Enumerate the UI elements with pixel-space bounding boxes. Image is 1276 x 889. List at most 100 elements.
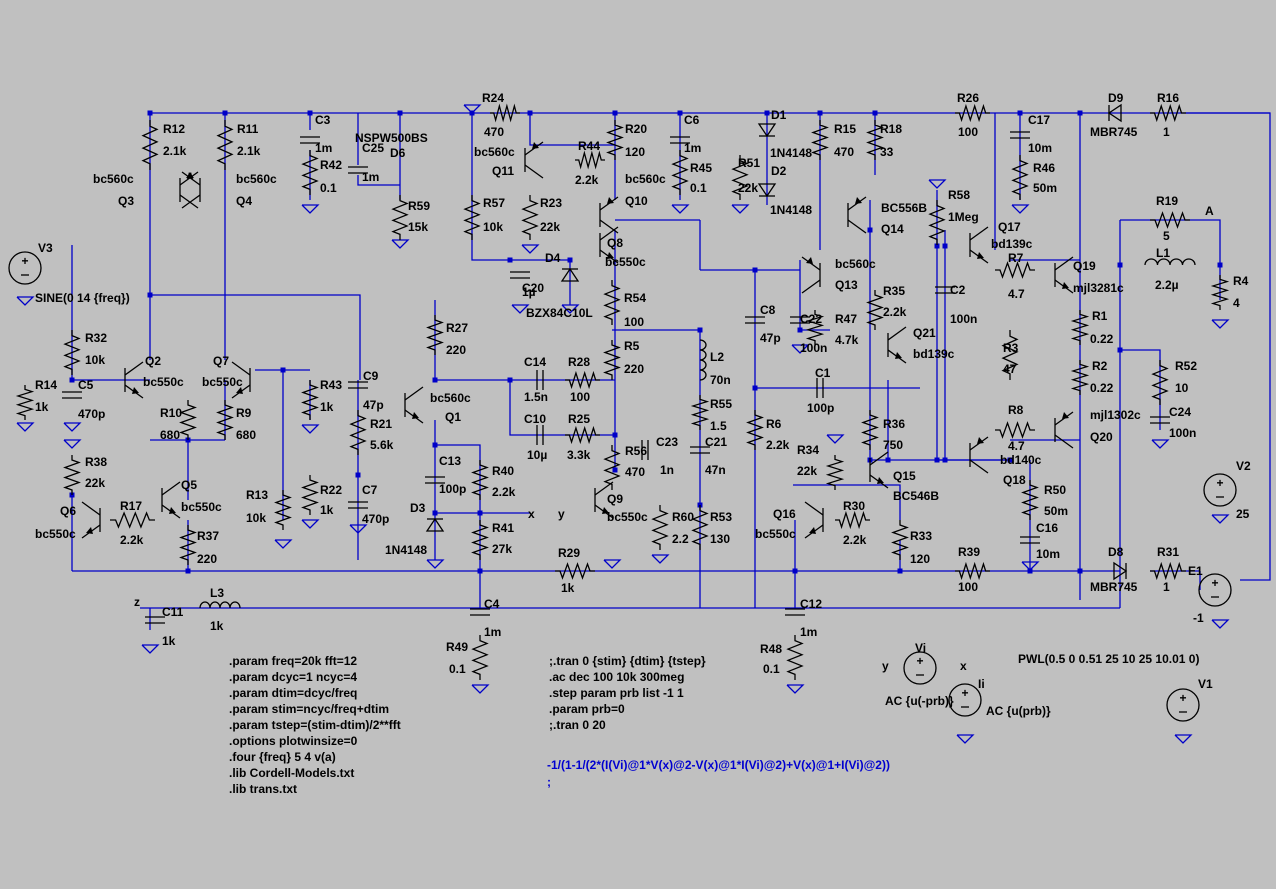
transistor-q21[interactable] (887, 326, 907, 364)
resistor-r35[interactable] (866, 290, 884, 330)
resistor-r29[interactable] (555, 562, 595, 580)
transistor-q7[interactable] (231, 361, 251, 399)
resistor-r18[interactable] (866, 120, 884, 160)
resistor-r47[interactable] (805, 310, 825, 345)
resistor-r38[interactable] (63, 455, 81, 495)
capacitor-c8[interactable] (745, 316, 765, 324)
capacitor-c14[interactable] (536, 370, 544, 390)
resistor-r9[interactable] (216, 400, 234, 440)
capacitor-c24[interactable] (1150, 416, 1170, 424)
resistor-r4[interactable] (1210, 275, 1230, 310)
transistor-q1[interactable] (404, 386, 424, 424)
resistor-r27[interactable] (426, 315, 444, 355)
transistor-q4[interactable] (181, 171, 201, 209)
transistor-q15[interactable] (869, 451, 889, 489)
resistor-r16[interactable] (1150, 103, 1186, 123)
capacitor-c21[interactable] (690, 446, 710, 454)
capacitor-c1[interactable] (816, 378, 824, 398)
resistor-r39[interactable] (955, 561, 990, 581)
transistor-q18[interactable] (969, 436, 989, 474)
resistor-r23[interactable] (521, 195, 539, 240)
resistor-r19[interactable] (1150, 211, 1190, 229)
resistor-r24[interactable] (490, 103, 520, 123)
resistor-r25[interactable] (565, 425, 600, 445)
resistor-r17[interactable] (110, 511, 155, 529)
inductor-l1[interactable] (1144, 258, 1196, 266)
capacitor-c6[interactable] (670, 136, 690, 144)
capacitor-c22[interactable] (790, 316, 810, 324)
resistor-r50[interactable] (1021, 480, 1039, 520)
resistor-r31[interactable] (1150, 561, 1186, 581)
capacitor-c2[interactable] (935, 286, 955, 294)
resistor-r7[interactable] (995, 261, 1035, 279)
resistor-r44[interactable] (575, 150, 605, 170)
resistor-r15[interactable] (811, 120, 829, 160)
transistor-q13[interactable] (801, 256, 821, 294)
source-v1[interactable]: + (1166, 688, 1200, 722)
resistor-r33[interactable] (891, 520, 909, 560)
resistor-r55[interactable] (690, 395, 710, 430)
capacitor-c3[interactable] (300, 136, 320, 144)
capacitor-c20[interactable] (510, 271, 530, 279)
resistor-r32[interactable] (63, 330, 81, 375)
capacitor-c25[interactable] (348, 166, 368, 174)
resistor-r3[interactable] (1001, 330, 1019, 380)
resistor-r60[interactable] (651, 505, 669, 550)
resistor-r22[interactable] (301, 475, 319, 515)
capacitor-c11[interactable] (145, 616, 165, 624)
resistor-r21[interactable] (349, 410, 367, 455)
transistor-q11[interactable] (524, 141, 544, 179)
capacitor-c17[interactable] (1010, 131, 1030, 139)
transistor-q16[interactable] (804, 501, 824, 539)
transistor-q10[interactable] (599, 196, 619, 234)
resistor-r52[interactable] (1151, 360, 1169, 405)
transistor-q6[interactable] (81, 501, 101, 539)
resistor-r36[interactable] (861, 410, 879, 450)
diode-d2[interactable] (757, 183, 777, 198)
resistor-r37[interactable] (179, 525, 197, 565)
resistor-r28[interactable] (565, 370, 600, 390)
resistor-r20[interactable] (606, 120, 624, 160)
resistor-r53[interactable] (691, 505, 709, 550)
capacitor-c9[interactable] (348, 381, 368, 389)
source-v3[interactable]: + (8, 251, 42, 285)
diode-d4[interactable] (560, 267, 580, 282)
capacitor-c13[interactable] (425, 476, 445, 484)
capacitor-c16[interactable] (1020, 536, 1040, 544)
resistor-r10[interactable] (179, 400, 197, 440)
diode-d8[interactable] (1113, 561, 1128, 581)
resistor-r54[interactable] (603, 280, 621, 325)
resistor-r11[interactable] (216, 120, 234, 170)
source-ii[interactable]: + (948, 683, 982, 717)
transistor-q17[interactable] (969, 226, 989, 264)
capacitor-c12[interactable] (785, 608, 805, 616)
resistor-r58[interactable] (928, 200, 946, 245)
resistor-r59[interactable] (391, 195, 409, 240)
transistor-q2[interactable] (124, 361, 144, 399)
resistor-r26[interactable] (955, 103, 990, 123)
diode-d3[interactable] (425, 517, 445, 532)
resistor-r46[interactable] (1011, 155, 1029, 200)
resistor-r57[interactable] (463, 195, 481, 240)
resistor-r49[interactable] (471, 635, 489, 680)
resistor-r8[interactable] (995, 421, 1035, 439)
transistor-q20[interactable] (1054, 411, 1074, 449)
resistor-r34[interactable] (825, 455, 845, 490)
resistor-r42[interactable] (301, 150, 319, 195)
resistor-r5[interactable] (603, 340, 621, 380)
capacitor-c10[interactable] (536, 425, 544, 445)
resistor-r2[interactable] (1070, 360, 1090, 395)
resistor-r30[interactable] (835, 510, 870, 530)
resistor-r51[interactable] (731, 155, 749, 200)
inductor-l2[interactable] (699, 339, 707, 381)
resistor-r14[interactable] (15, 385, 35, 420)
resistor-r40[interactable] (471, 460, 489, 500)
diode-d9[interactable] (1107, 103, 1122, 123)
transistor-q9[interactable] (594, 481, 614, 519)
resistor-r43[interactable] (301, 380, 319, 420)
inductor-l3[interactable] (199, 601, 241, 609)
transistor-q19[interactable] (1054, 256, 1074, 294)
diode-d1[interactable] (757, 123, 777, 138)
capacitor-c5[interactable] (62, 391, 82, 399)
transistor-q5[interactable] (161, 481, 181, 519)
